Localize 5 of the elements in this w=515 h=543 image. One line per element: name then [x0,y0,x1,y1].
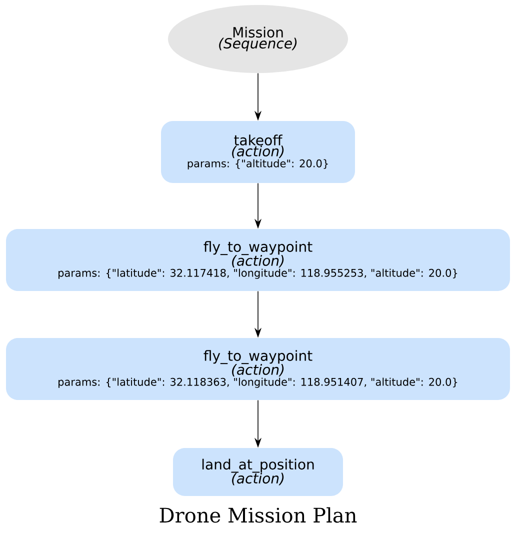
diagram-title: Drone Mission Plan [160,507,357,523]
action-box: fly_to_waypoint (action) params: {"latitude": 32.118363, "longitude": 118.951407, "altitude": 20.0} [6,338,510,400]
action-box: fly_to_waypoint (action) params: {"latitude": 32.117418, "longitude": 118.955253, "altitude": 20.0} [6,229,510,291]
action-box: takeoff (action) params: {"altitude": 20.0} [161,121,355,183]
action-box: land_at_position (action) [173,448,343,496]
